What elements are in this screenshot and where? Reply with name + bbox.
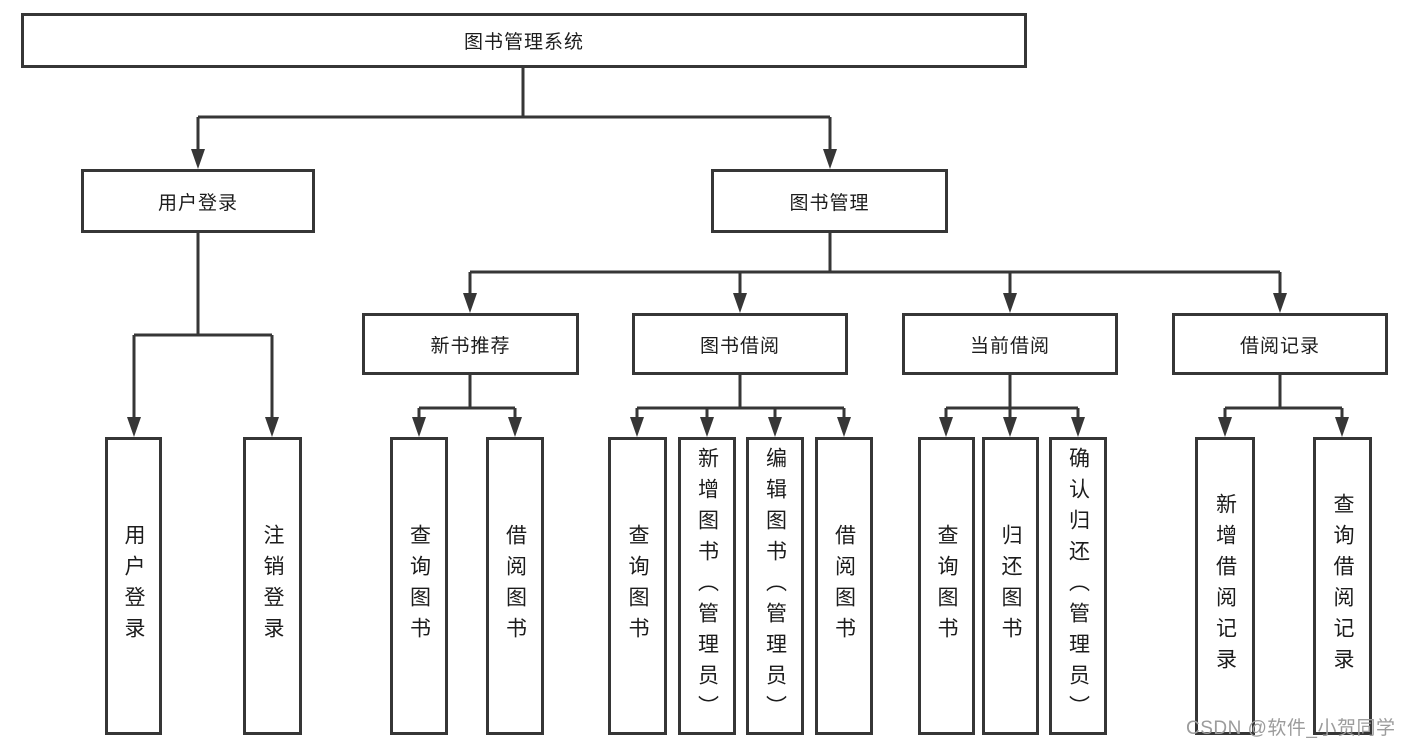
node-current-borrowing: 当前借阅: [902, 313, 1118, 375]
node-label: 查询图书: [407, 524, 431, 648]
node-label: 归还图书: [999, 524, 1022, 648]
node-new-book-recommend: 新书推荐: [362, 313, 579, 375]
node-label: 图书管理: [789, 192, 870, 214]
leaf-current-query-book: 查询图书: [918, 437, 975, 735]
node-label: 用户登录: [157, 192, 238, 214]
node-user-login: 用户登录: [81, 169, 315, 233]
leaf-recommend-borrow-book: 借阅图书: [486, 437, 544, 735]
leaf-user-login: 用户登录: [105, 437, 162, 735]
node-label: 借阅图书: [503, 524, 527, 648]
leaf-current-confirm-return-admin: 确认归还（管理员）: [1049, 437, 1107, 735]
node-book-borrowing: 图书借阅: [632, 313, 848, 375]
node-label: 编辑图书（管理员）: [763, 446, 787, 726]
leaf-recommend-query-book: 查询图书: [390, 437, 448, 735]
arrowheads: [127, 149, 1349, 437]
node-label: 查询借阅记录: [1331, 493, 1354, 679]
node-label: 当前借阅: [969, 335, 1050, 357]
leaf-records-query-borrow-record: 查询借阅记录: [1313, 437, 1372, 735]
node-label: 注销登录: [261, 524, 284, 648]
watermark: CSDN @软件_小贺同学: [1186, 718, 1396, 739]
node-book-management: 图书管理: [711, 169, 948, 233]
node-label: 图书借阅: [699, 335, 780, 357]
node-label: 用户登录: [122, 524, 145, 648]
node-library-system: 图书管理系统: [21, 13, 1027, 68]
node-label: 查询图书: [626, 524, 649, 648]
node-label: 新增借阅记录: [1213, 493, 1237, 679]
node-label: 新书推荐: [430, 335, 511, 357]
node-label: 确认归还（管理员）: [1066, 446, 1090, 726]
leaf-borrowing-borrow-book: 借阅图书: [815, 437, 873, 735]
node-label: 借阅记录: [1239, 335, 1320, 357]
leaf-logout: 注销登录: [243, 437, 302, 735]
leaf-borrowing-add-book-admin: 新增图书（管理员）: [678, 437, 736, 735]
node-label: 借阅图书: [832, 524, 856, 648]
node-borrowing-records: 借阅记录: [1172, 313, 1388, 375]
node-label: 查询图书: [935, 524, 958, 648]
leaf-borrowing-query-book: 查询图书: [608, 437, 667, 735]
node-label: 图书管理系统: [463, 32, 584, 53]
leaf-current-return-book: 归还图书: [982, 437, 1039, 735]
leaf-records-add-borrow-record: 新增借阅记录: [1195, 437, 1255, 735]
node-label: 新增图书（管理员）: [695, 446, 719, 726]
leaf-borrowing-edit-book-admin: 编辑图书（管理员）: [746, 437, 804, 735]
